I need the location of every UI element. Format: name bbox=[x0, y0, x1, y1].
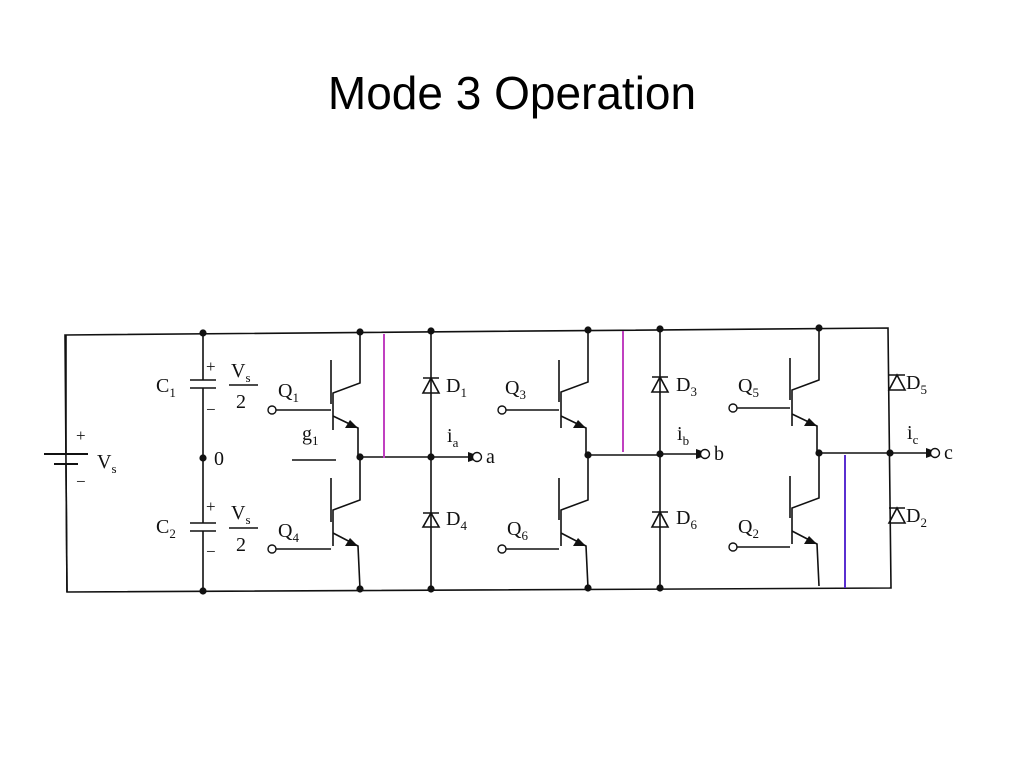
inverter-leg-b: Q3 Q6 D3 D6 ib b bbox=[497, 325, 724, 592]
source-label: Vs bbox=[97, 451, 117, 476]
dc-source: + − Vs bbox=[44, 335, 117, 593]
diode-d3-label: D3 bbox=[676, 374, 697, 399]
capacitor-c2-label: C2 bbox=[156, 516, 176, 541]
inverter-leg-a: Q1 Q4 g1 D1 D4 ia a bbox=[267, 327, 495, 593]
diode-d2-label: D2 bbox=[906, 505, 927, 530]
transistor-q3-label: Q3 bbox=[505, 377, 526, 402]
transistor-q1-label: Q1 bbox=[278, 380, 299, 405]
capacitor-c1-label: C1 bbox=[156, 375, 176, 400]
capacitor-c1-voltage-num: Vs bbox=[231, 360, 251, 385]
slide-title: Mode 3 Operation bbox=[327, 67, 697, 119]
terminal-a-label: a bbox=[486, 446, 495, 468]
capacitor-c1-plus: + bbox=[206, 357, 216, 376]
diode-d6-label: D6 bbox=[676, 507, 697, 532]
capacitor-c1-minus: − bbox=[206, 400, 216, 419]
capacitor-c2-voltage-den: 2 bbox=[236, 534, 246, 556]
midpoint-label: 0 bbox=[214, 448, 224, 470]
inverter-leg-c: Q5 Q2 D5 D2 ic c bbox=[728, 324, 953, 588]
transistor-q2-label: Q2 bbox=[738, 516, 759, 541]
capacitor-branch: C1 + − Vs 2 C2 + − Vs 2 0 bbox=[156, 329, 258, 595]
terminal-c-label: c bbox=[944, 442, 953, 464]
source-plus-sign: + bbox=[76, 426, 86, 445]
diode-d1-label: D1 bbox=[446, 375, 467, 400]
transistor-q6-label: Q6 bbox=[507, 518, 528, 543]
transistor-q4-label: Q4 bbox=[278, 520, 299, 545]
current-ib-label: ib bbox=[677, 423, 689, 448]
transistor-q5-label: Q5 bbox=[738, 375, 759, 400]
current-ia-label: ia bbox=[447, 425, 459, 450]
terminal-b-label: b bbox=[714, 443, 724, 465]
capacitor-c2-plus: + bbox=[206, 497, 216, 516]
diode-d5-label: D5 bbox=[906, 372, 927, 397]
capacitor-c2-voltage-num: Vs bbox=[231, 502, 251, 527]
gate-g1-label: g1 bbox=[302, 423, 319, 448]
capacitor-c1-voltage-den: 2 bbox=[236, 391, 246, 413]
capacitor-c2-minus: − bbox=[206, 542, 216, 561]
current-ic-label: ic bbox=[907, 422, 919, 447]
diode-d4-label: D4 bbox=[446, 508, 467, 533]
source-minus-sign: − bbox=[76, 472, 86, 491]
